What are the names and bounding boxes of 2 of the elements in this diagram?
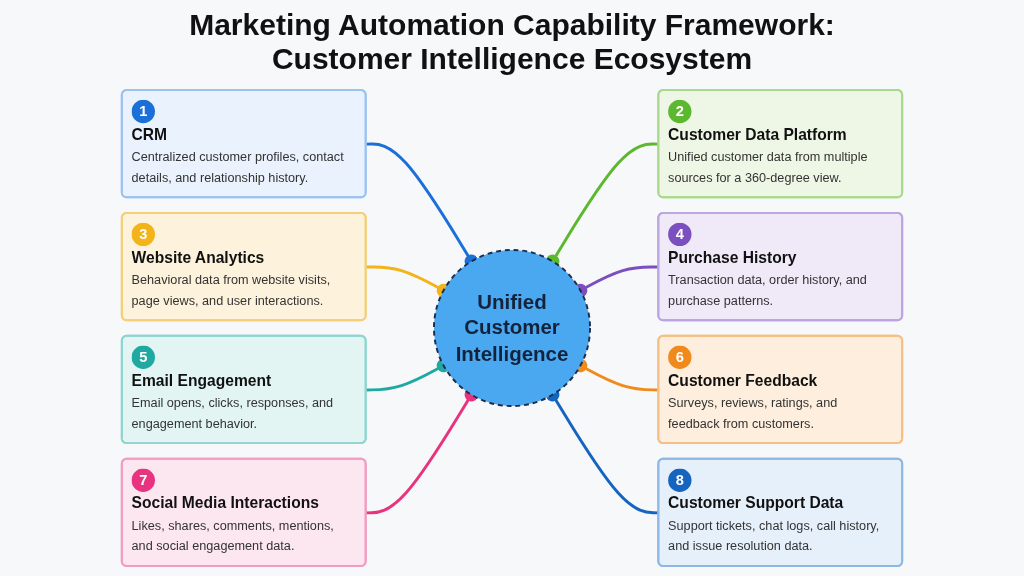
node-circle: Unified Customer Intelligence (433, 249, 591, 407)
diagram-title: Marketing Automation Capability Framework: Customer Intelligence Ecosystem (188, 8, 836, 76)
